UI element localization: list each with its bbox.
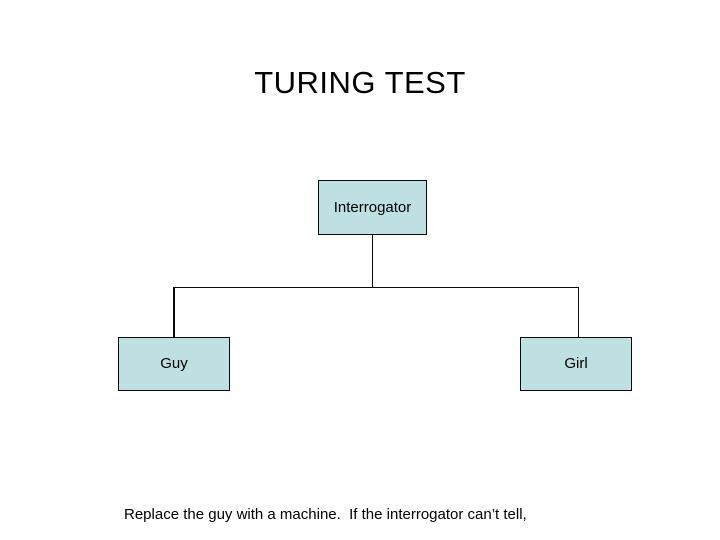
node-girl-label: Girl: [564, 355, 588, 372]
node-interrogator[interactable]: Interrogator: [318, 180, 427, 235]
node-guy[interactable]: Guy: [118, 337, 230, 391]
connector-horizontal-bus: [173, 286, 579, 288]
connector-leg-to-girl: [577, 287, 579, 338]
caption-block: Replace the guy with a machine. If the i…: [124, 452, 644, 540]
connector-leg-to-guy: [173, 287, 175, 338]
node-interrogator-label: Interrogator: [333, 198, 412, 216]
page-title: TURING TEST: [254, 65, 466, 100]
connector-interrogator-stem: [371, 235, 373, 288]
node-girl[interactable]: Girl: [520, 337, 632, 391]
caption-line-1: Replace the guy with a machine. If the i…: [124, 506, 527, 523]
node-guy-label: Guy: [160, 355, 188, 372]
